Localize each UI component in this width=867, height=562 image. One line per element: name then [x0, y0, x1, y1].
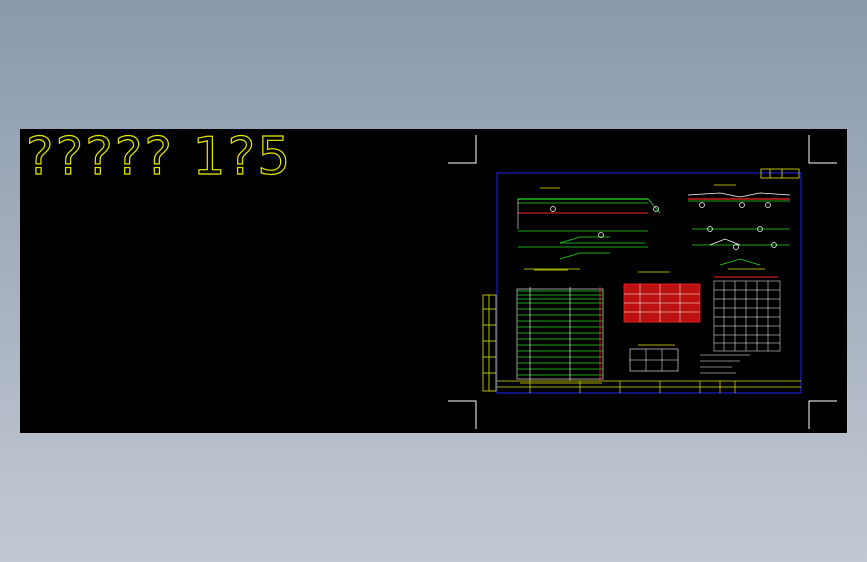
drawing-title: ????? 1?5	[25, 129, 293, 188]
cad-model-viewport[interactable]: ????? 1?5	[20, 129, 847, 433]
crop-mark-top-right	[808, 135, 837, 164]
section-details	[687, 184, 791, 266]
binding-strip	[482, 294, 497, 392]
rebar-schedule	[623, 271, 701, 372]
general-notes	[700, 354, 750, 374]
plan-view	[516, 269, 604, 384]
sheet-title-box	[760, 168, 800, 179]
crop-mark-bottom-left	[448, 400, 477, 429]
elevation-view	[517, 187, 661, 270]
sheet-border	[496, 172, 802, 394]
drawing-sheet	[448, 135, 837, 429]
title-block	[497, 380, 801, 393]
quantity-table	[713, 268, 781, 352]
crop-marks	[448, 135, 837, 429]
crop-mark-bottom-right	[808, 400, 837, 429]
crop-mark-top-left	[448, 135, 477, 164]
